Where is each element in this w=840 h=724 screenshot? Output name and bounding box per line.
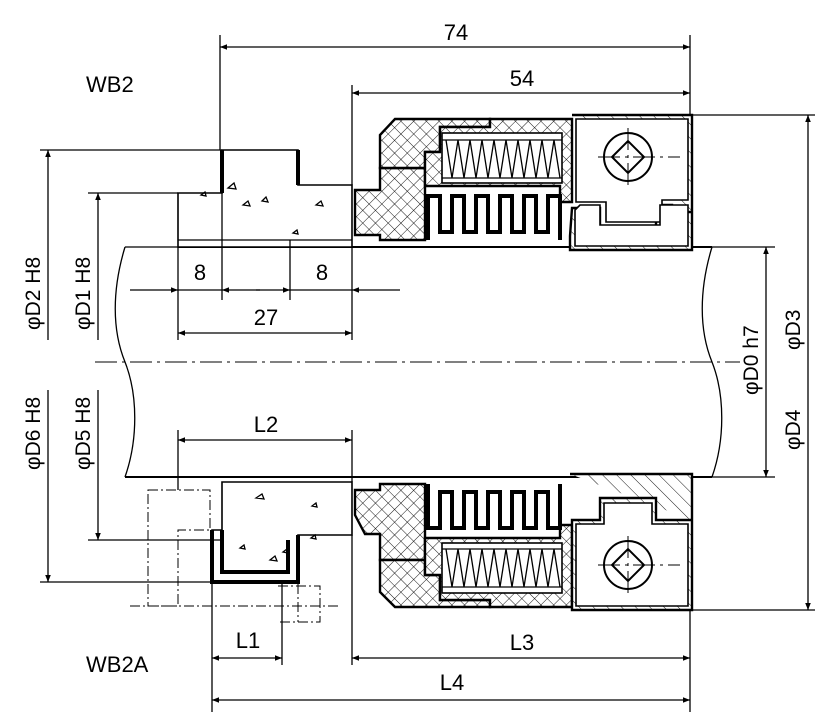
variant-label-top: WB2 — [86, 72, 134, 97]
dim-d2-label: φD2 H8 — [22, 257, 45, 330]
stationary-seat-bottom — [211, 481, 353, 583]
spring-top — [445, 139, 561, 179]
spring-bottom — [445, 548, 561, 588]
dim-l1-label: L1 — [236, 628, 260, 653]
dim-d3-label: φD3 — [782, 310, 805, 350]
top-assembly — [177, 113, 694, 252]
dim-d0-label: φD0 h7 — [740, 325, 763, 395]
dim-l3-label: L3 — [510, 630, 534, 655]
dim-54-label: 54 — [510, 66, 534, 91]
dim-d4-label: φD4 — [782, 409, 805, 450]
bellows-bottom — [426, 484, 562, 530]
bottom-assembly — [130, 472, 694, 623]
shaft — [95, 246, 740, 478]
bellows-top — [426, 194, 562, 240]
phantom-seat-outline — [147, 489, 211, 607]
dim-27-label: 27 — [254, 305, 278, 330]
variant-label-bottom: WB2A — [86, 652, 149, 677]
dimensions: 74 54 8 8 27 L2 L1 L3 — [22, 20, 815, 712]
dim-d5-label: φD5 H8 — [72, 397, 95, 470]
dim-l2-label: L2 — [254, 412, 278, 437]
dim-8-right-label: 8 — [316, 260, 328, 285]
seal-face-bottom — [353, 482, 427, 562]
dim-l4-label: L4 — [440, 670, 464, 695]
seal-face-top — [353, 166, 427, 242]
dim-8-left-label: 8 — [194, 260, 206, 285]
dim-d1-label: φD1 H8 — [72, 257, 95, 330]
dim-74-label: 74 — [444, 20, 468, 45]
dim-d6-label: φD6 H8 — [22, 397, 45, 470]
